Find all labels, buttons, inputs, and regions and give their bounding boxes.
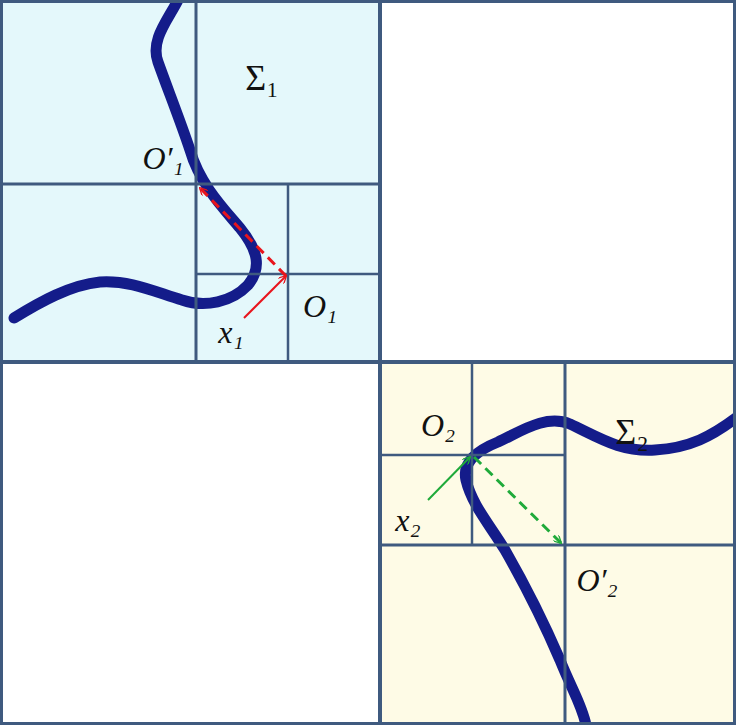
region-label: Σ₁	[245, 60, 279, 96]
region-fill	[0, 0, 380, 362]
offset-arrow	[244, 276, 286, 318]
region-label: Σ₂	[615, 414, 649, 450]
point-label: O′₂	[576, 564, 617, 596]
point-label: O₂	[421, 409, 455, 441]
offset-arrow	[428, 457, 470, 500]
point-label: O′₁	[142, 142, 183, 174]
dashed-arrow	[200, 188, 286, 276]
point-label: x₂	[395, 504, 420, 536]
contour-curve	[14, 0, 256, 318]
point-label: O₁	[303, 290, 337, 322]
region-fill	[380, 362, 736, 725]
dashed-arrow	[474, 457, 561, 543]
point-label: x₁	[218, 316, 243, 348]
contour-curve	[465, 418, 736, 725]
